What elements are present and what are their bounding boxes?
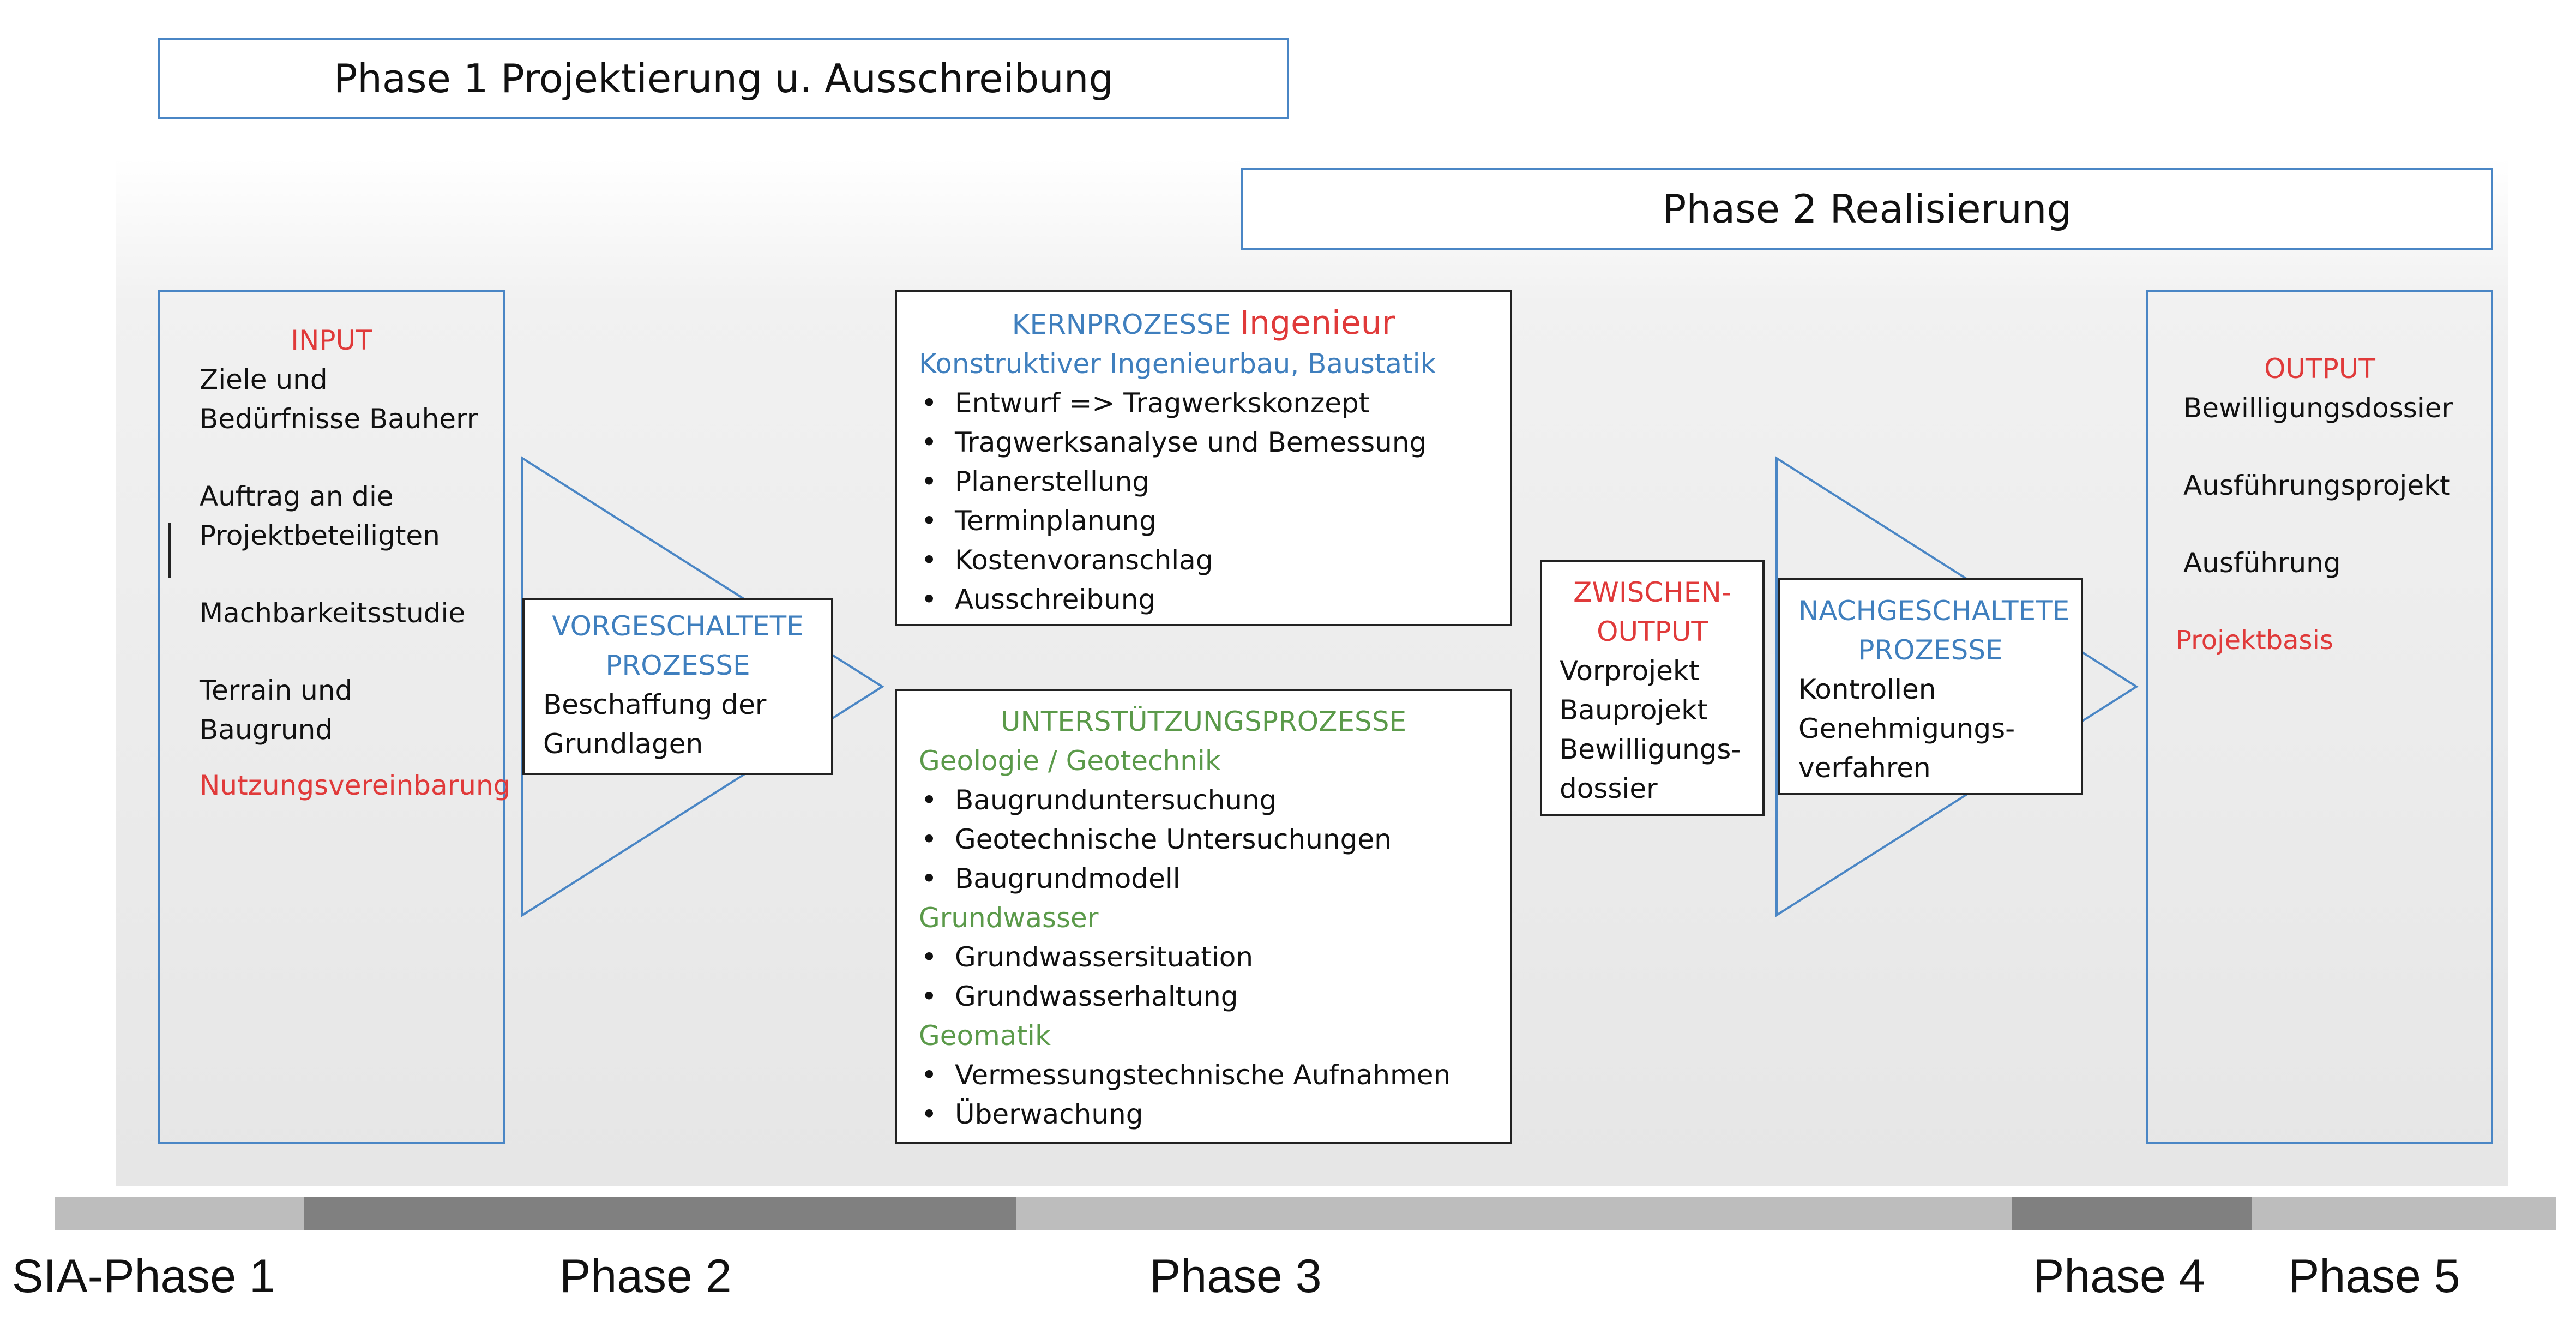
sia-phase-label: SIA-Phase 1 bbox=[12, 1250, 275, 1302]
unterstuetzung-title: UNTERSTÜTZUNGSPROZESSE bbox=[1000, 706, 1407, 737]
kernprozesse-title-suffix: Ingenieur bbox=[1239, 304, 1395, 342]
kernprozesse-item: Entwurf => Tragwerkskonzept bbox=[919, 383, 1510, 423]
zwischen-item: Bauprojekt bbox=[1560, 694, 1708, 726]
nachgeschaltete-arrow bbox=[1775, 456, 2139, 917]
sia-bar-segment-2 bbox=[304, 1197, 1016, 1230]
input-item: Bedürfnisse Bauherr bbox=[200, 403, 478, 435]
vorgeschaltete-body: Beschaffung der bbox=[543, 689, 767, 720]
input-item: Machbarkeitsstudie bbox=[200, 597, 466, 629]
zwischen-title-2: OUTPUT bbox=[1597, 616, 1708, 647]
geomatik-item: Vermessungstechnische Aufnahmen bbox=[919, 1055, 1510, 1095]
nachgeschaltete-box: NACHGESCHALTETE PROZESSE Kontrollen Gene… bbox=[1778, 578, 2083, 795]
sia-phase-label: Phase 4 bbox=[2033, 1250, 2205, 1302]
input-item: Auftrag an die bbox=[200, 481, 394, 512]
output-item: Ausführungsprojekt bbox=[2183, 470, 2451, 501]
kernprozesse-item: Planerstellung bbox=[919, 462, 1510, 501]
grundwasser-item: Grundwassersituation bbox=[919, 938, 1510, 977]
vorgeschaltete-box: VORGESCHALTETE PROZESSE Beschaffung der … bbox=[522, 598, 833, 775]
sia-bar-segment-3 bbox=[1016, 1197, 2012, 1230]
zwischen-output-box: ZWISCHEN- OUTPUT Vorprojekt Bauprojekt B… bbox=[1540, 560, 1765, 816]
sia-bar-segment-1 bbox=[55, 1197, 304, 1230]
group-geomatik: Geomatik bbox=[919, 1020, 1051, 1052]
sia-phase-label: Phase 3 bbox=[1149, 1250, 1322, 1302]
vorgeschaltete-title-2: PROZESSE bbox=[605, 650, 750, 681]
geomatik-item: Überwachung bbox=[919, 1095, 1510, 1134]
input-item: Baugrund bbox=[200, 714, 333, 746]
output-item: Bewilligungsdossier bbox=[2183, 392, 2453, 424]
grundwasser-list: Grundwassersituation Grundwasserhaltung bbox=[919, 938, 1510, 1016]
output-highlight: Projektbasis bbox=[2176, 625, 2333, 656]
grundwasser-item: Grundwasserhaltung bbox=[919, 977, 1510, 1016]
group-grundwasser: Grundwasser bbox=[919, 902, 1099, 934]
input-item: Projektbeteiligten bbox=[200, 520, 440, 551]
output-title: OUTPUT bbox=[2264, 353, 2375, 385]
kernprozesse-item: Terminplanung bbox=[919, 501, 1510, 541]
zwischen-title: ZWISCHEN- bbox=[1573, 577, 1731, 608]
kernprozesse-item: Ausschreibung bbox=[919, 580, 1510, 619]
vorgeschaltete-title: VORGESCHALTETE bbox=[552, 610, 804, 642]
kernprozesse-item: Kostenvoranschlag bbox=[919, 541, 1510, 580]
kernprozesse-title: KERNPROZESSE bbox=[1012, 309, 1231, 340]
zwischen-item: dossier bbox=[1560, 773, 1658, 804]
nachgeschaltete-item: Kontrollen bbox=[1798, 674, 1936, 705]
phase1-label: Phase 1 Projektierung u. Ausschreibung bbox=[333, 56, 1114, 101]
sia-phase-label: Phase 5 bbox=[2288, 1250, 2460, 1302]
input-column: INPUT Ziele und Bedürfnisse Bauherr Auft… bbox=[158, 290, 511, 1144]
phase1-header: Phase 1 Projektierung u. Ausschreibung bbox=[158, 38, 1289, 119]
kernprozesse-box: KERNPROZESSE Ingenieur Konstruktiver Ing… bbox=[895, 290, 1512, 626]
nachgeschaltete-title-2: PROZESSE bbox=[1858, 634, 2003, 666]
geologie-item: Geotechnische Untersuchungen bbox=[919, 820, 1510, 859]
group-geologie: Geologie / Geotechnik bbox=[919, 745, 1221, 777]
nachgeschaltete-item: verfahren bbox=[1798, 752, 1931, 784]
geologie-item: Baugrunduntersuchung bbox=[919, 780, 1510, 820]
input-item: Ziele und bbox=[200, 364, 328, 395]
input-item: Terrain und bbox=[200, 675, 353, 706]
phase2-label: Phase 2 Realisierung bbox=[1662, 186, 2072, 232]
geomatik-list: Vermessungstechnische Aufnahmen Überwach… bbox=[919, 1055, 1510, 1134]
sia-bar-segment-5 bbox=[2252, 1197, 2556, 1230]
vorgeschaltete-body-2: Grundlagen bbox=[543, 728, 703, 760]
geologie-list: Baugrunduntersuchung Geotechnische Unter… bbox=[919, 780, 1510, 898]
nachgeschaltete-item: Genehmigungs- bbox=[1798, 713, 2015, 744]
phase2-header: Phase 2 Realisierung bbox=[1241, 168, 2493, 250]
sia-bar-segment-4 bbox=[2012, 1197, 2252, 1230]
input-title: INPUT bbox=[291, 325, 372, 356]
input-highlight: Nutzungsvereinbarung bbox=[200, 770, 511, 801]
unterstuetzung-box: UNTERSTÜTZUNGSPROZESSE Geologie / Geotec… bbox=[895, 689, 1512, 1144]
nachgeschaltete-title: NACHGESCHALTETE bbox=[1798, 595, 2070, 627]
zwischen-item: Vorprojekt bbox=[1560, 655, 1700, 687]
zwischen-item: Bewilligungs- bbox=[1560, 734, 1741, 765]
kernprozesse-item: Tragwerksanalyse und Bemessung bbox=[919, 423, 1510, 462]
output-column: OUTPUT Bewilligungsdossier Ausführungspr… bbox=[2146, 290, 2493, 1144]
geologie-item: Baugrundmodell bbox=[919, 859, 1510, 898]
kernprozesse-subtitle: Konstruktiver Ingenieurbau, Baustatik bbox=[919, 348, 1436, 380]
sia-phase-label: Phase 2 bbox=[559, 1250, 732, 1302]
output-item: Ausführung bbox=[2183, 547, 2341, 579]
kernprozesse-list: Entwurf => Tragwerkskonzept Tragwerksana… bbox=[919, 383, 1510, 619]
